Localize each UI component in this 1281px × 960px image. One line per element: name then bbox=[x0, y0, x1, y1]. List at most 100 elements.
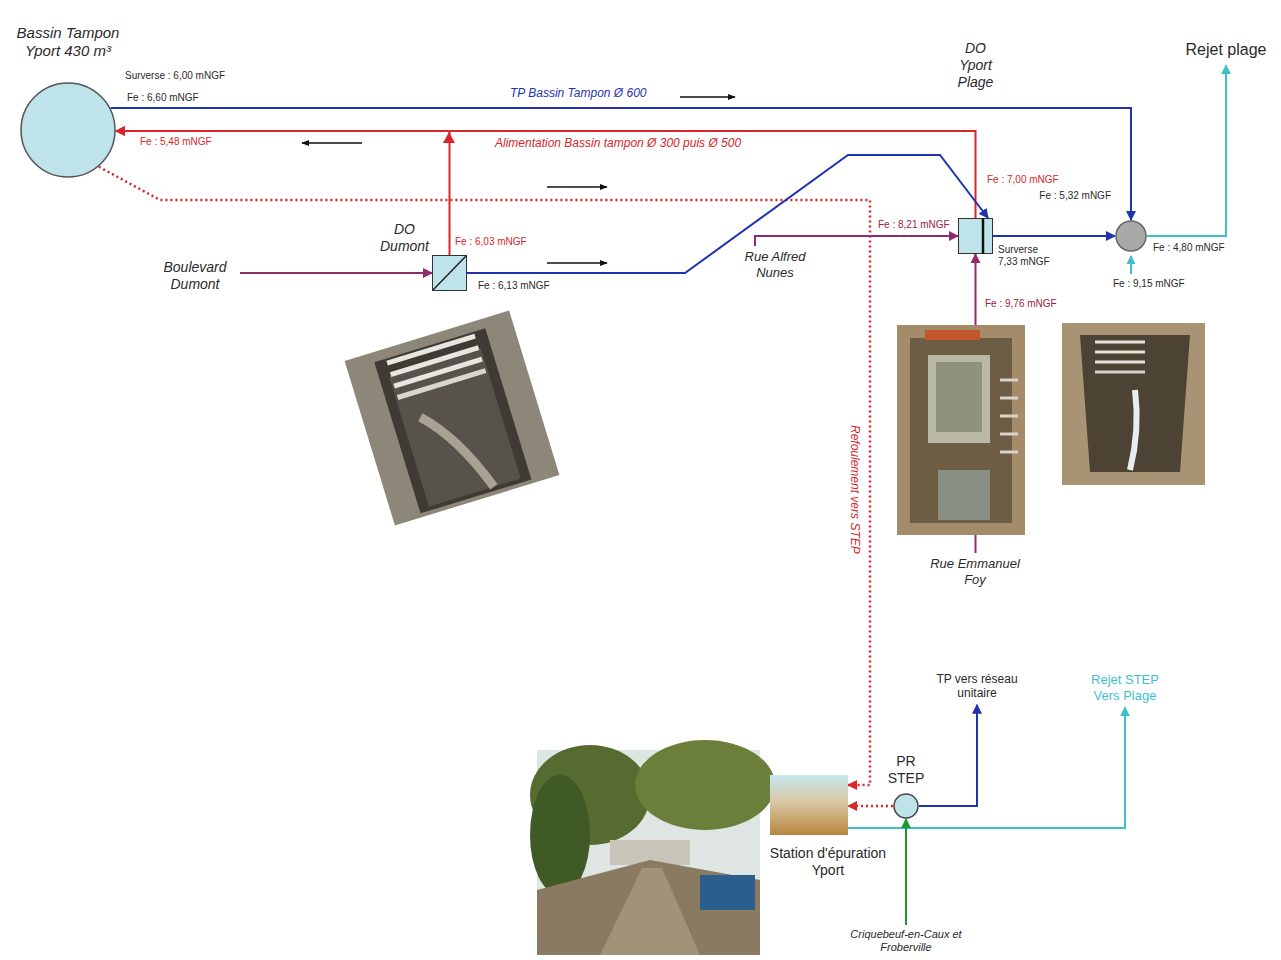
invert-level: Fe : 6,13 mNGF bbox=[478, 280, 550, 292]
pipe-connector bbox=[919, 705, 977, 806]
photo-tree bbox=[530, 775, 590, 895]
pipe-connector bbox=[467, 155, 988, 273]
plant-photo bbox=[530, 740, 775, 955]
flow-direction-arrow bbox=[547, 186, 607, 188]
place-label: Rue Emmanuel Foy bbox=[925, 556, 1025, 587]
photo-ladder bbox=[1000, 451, 1018, 454]
photo-ladder bbox=[1000, 415, 1018, 418]
flow-direction-arrow bbox=[302, 142, 362, 144]
node-label: DO Dumont bbox=[377, 221, 432, 255]
place-label: Boulevard Dumont bbox=[150, 259, 240, 293]
outfall-photo bbox=[1062, 323, 1205, 485]
photo-ladder bbox=[1095, 351, 1145, 354]
photo-detail bbox=[928, 355, 990, 443]
node-label: Fe : 4,80 mNGF bbox=[1153, 242, 1233, 254]
pipe-connector bbox=[848, 707, 1125, 828]
treatment-plant: Station d'épuration Yport bbox=[770, 775, 848, 835]
photo-detail bbox=[925, 330, 980, 340]
pipe-label: TP Bassin Tampon Ø 600 bbox=[510, 86, 647, 100]
manhole-photo bbox=[345, 311, 560, 526]
photo-ladder bbox=[1000, 433, 1018, 436]
overflow-chamber: DO Dumont bbox=[432, 255, 467, 291]
pump-circle bbox=[894, 794, 918, 818]
invert-level: Fe : 6,60 mNGF bbox=[127, 92, 199, 104]
photo-ladder bbox=[1000, 397, 1018, 400]
pipe-label: Alimentation Bassin tampon Ø 300 puis Ø … bbox=[495, 136, 741, 150]
invert-level: Fe : 5,48 mNGF bbox=[140, 136, 212, 148]
force-main-connector bbox=[848, 805, 893, 808]
outlet-label: TP vers réseau unitaire bbox=[917, 672, 1037, 701]
plant-tank bbox=[770, 775, 848, 835]
pipe-label: Refoulement vers STEP bbox=[848, 425, 862, 554]
place-label: TP vers réseau unitaire bbox=[917, 672, 1037, 701]
photo-ground bbox=[537, 860, 760, 955]
photo-ladder bbox=[1000, 379, 1018, 382]
photo-frame bbox=[897, 325, 1025, 535]
outfall-chamber: Fe : 5,32 mNGFFe : 4,80 mNGFFe : 9,15 mN… bbox=[1115, 220, 1147, 252]
node-label: Fe : 5,32 mNGF bbox=[1035, 190, 1111, 202]
place-label: Rejet plage bbox=[1176, 40, 1276, 59]
flow-direction-arrow bbox=[680, 96, 735, 98]
photo-ladder bbox=[1095, 371, 1145, 374]
inflow-stub bbox=[1130, 256, 1132, 274]
chamber-box bbox=[959, 219, 993, 254]
overflow-chamber: DO Yport Plage bbox=[958, 218, 993, 254]
basin-circle bbox=[21, 83, 115, 177]
photo-frame bbox=[1062, 323, 1205, 485]
node-label: Fe : 9,15 mNGF bbox=[1113, 278, 1193, 290]
inflow-commune: Criquebeuf-en-Caux et Froberville bbox=[840, 928, 972, 954]
weir-wall bbox=[982, 218, 985, 254]
pump-circle-outline bbox=[893, 793, 919, 819]
node-label: PR STEP bbox=[881, 753, 931, 787]
inflow-street: Rue Alfred Nunes bbox=[735, 249, 815, 280]
dumont-box-outline bbox=[432, 255, 467, 291]
overflow-level: Surverse 7,33 mNGF bbox=[998, 244, 1058, 268]
pipe-connector bbox=[755, 236, 958, 246]
junction-arrowhead bbox=[443, 132, 455, 143]
node-label: DO Yport Plage bbox=[953, 40, 998, 90]
weir-diagonal bbox=[433, 256, 466, 290]
photo-ladder bbox=[397, 368, 486, 400]
station-rect-outline bbox=[770, 775, 848, 835]
grey-circle-outline bbox=[1115, 220, 1147, 252]
node-label: Station d'épuration Yport bbox=[758, 845, 898, 879]
pipe-connector bbox=[905, 819, 907, 925]
place-label: Criquebeuf-en-Caux et Froberville bbox=[840, 928, 972, 954]
photo-shaft bbox=[1080, 335, 1190, 472]
photo-shaft bbox=[910, 338, 1012, 523]
outfall-label: Rejet plage bbox=[1176, 40, 1276, 59]
photo-shaft bbox=[389, 349, 521, 507]
circle-outline bbox=[20, 82, 116, 178]
weir-box-outline bbox=[958, 218, 993, 254]
photo-water bbox=[1130, 390, 1137, 470]
chamber-box bbox=[433, 256, 467, 291]
photo-path bbox=[600, 868, 700, 955]
force-main-connector bbox=[99, 167, 870, 785]
photo-container bbox=[700, 875, 755, 910]
pipe-connector bbox=[240, 272, 432, 274]
pipe-connector bbox=[993, 235, 1115, 237]
inflow-street: Rue Emmanuel Foy bbox=[925, 556, 1025, 587]
inflow-street: Boulevard Dumont bbox=[150, 259, 240, 293]
photo-detail bbox=[936, 362, 982, 432]
pipe-connector bbox=[116, 131, 976, 218]
place-label: Rejet STEP Vers Plage bbox=[1085, 672, 1165, 703]
pipe-connector bbox=[116, 131, 450, 255]
flow-direction-arrow bbox=[547, 262, 607, 264]
pipe-connector bbox=[1147, 65, 1226, 236]
invert-level: Fe : 7,00 mNGF bbox=[987, 174, 1059, 186]
chamber-circle bbox=[1116, 221, 1146, 251]
place-label: Rue Alfred Nunes bbox=[735, 249, 815, 280]
buffer-basin: Bassin Tampon Yport 430 m³ bbox=[20, 82, 116, 178]
invert-level: Fe : 8,21 mNGF bbox=[878, 219, 950, 231]
photo-water bbox=[420, 403, 494, 502]
pump-station: PR STEP bbox=[893, 793, 919, 819]
photo-tree bbox=[635, 740, 775, 830]
photo-ladder bbox=[1095, 341, 1145, 344]
overflow-level: Surverse : 6,00 mNGF bbox=[125, 70, 225, 82]
node-label: Bassin Tampon Yport 430 m³ bbox=[3, 24, 133, 60]
outlet-label: Rejet STEP Vers Plage bbox=[1085, 672, 1165, 703]
photo-water bbox=[938, 470, 990, 520]
